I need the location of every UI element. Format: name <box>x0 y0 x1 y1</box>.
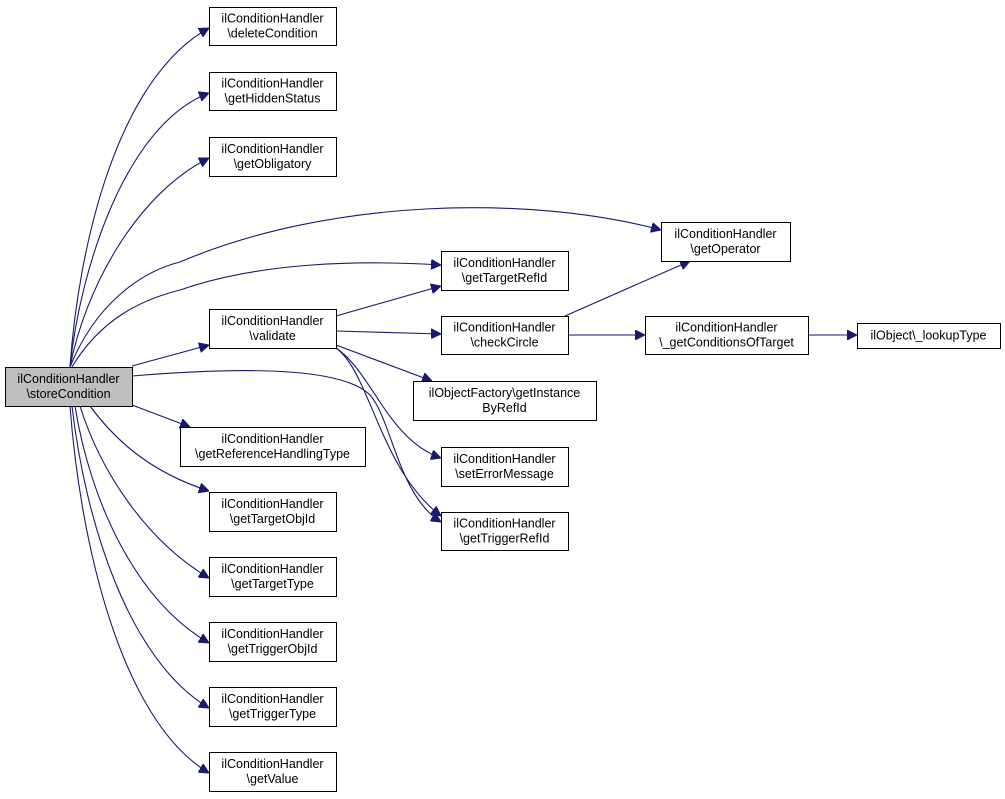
node-box <box>209 72 337 111</box>
node-box <box>209 309 337 349</box>
node-getReferenceHandlingType[interactable]: ilConditionHandler\getReferenceHandlingT… <box>180 427 366 467</box>
node-label-line: \setErrorMessage <box>455 467 554 481</box>
node-lookupType[interactable]: ilObject\_lookupType <box>857 323 1001 349</box>
node-label-line: \getTriggerType <box>229 707 316 721</box>
node-label-line: ilConditionHandler <box>221 692 323 706</box>
node-box <box>441 316 569 355</box>
node-box <box>441 512 569 551</box>
edge-validate-to-getInstanceByRefId <box>335 344 432 381</box>
edge-validate-to-checkCircle <box>335 331 441 334</box>
node-label-line: \getOperator <box>690 242 760 256</box>
node-label-line: \getObligatory <box>234 157 313 171</box>
node-label-line: ilConditionHandler <box>221 314 323 328</box>
node-label-line: \getTargetObjId <box>230 512 316 526</box>
node-getTargetRefId[interactable]: ilConditionHandler\getTargetRefId <box>441 251 569 291</box>
node-label-line: \_getConditionsOfTarget <box>659 336 794 350</box>
node-label-line: ilConditionHandler <box>221 757 323 771</box>
node-box <box>5 367 133 407</box>
edge-storeCondition-to-getOperator <box>69 207 661 368</box>
node-label-line: \storeCondition <box>26 387 110 401</box>
node-getValue[interactable]: ilConditionHandler\getValue <box>209 752 337 792</box>
node-label-line: ilConditionHandler <box>221 432 323 446</box>
node-box <box>209 622 337 662</box>
node-getTriggerType[interactable]: ilConditionHandler\getTriggerType <box>209 687 337 727</box>
call-edges <box>69 28 857 773</box>
node-label-line: \getHiddenStatus <box>225 92 321 106</box>
node-setErrorMessage[interactable]: ilConditionHandler\setErrorMessage <box>441 447 569 487</box>
node-label-line: \getValue <box>247 772 299 786</box>
node-box <box>661 222 791 262</box>
edge-storeCondition-to-getValue <box>69 405 209 773</box>
edge-validate-to-getTargetRefId <box>335 286 441 317</box>
node-label-line: \getTargetType <box>231 577 314 591</box>
node-label-line: ilObject\_lookupType <box>870 329 986 343</box>
node-getTargetType[interactable]: ilConditionHandler\getTargetType <box>209 557 337 597</box>
call-nodes: ilConditionHandler\storeConditionilCondi… <box>5 7 1001 792</box>
node-label-line: \validate <box>249 329 296 343</box>
edge-storeCondition-to-getTriggerObjId <box>74 405 209 643</box>
node-validate[interactable]: ilConditionHandler\validate <box>209 309 337 349</box>
edge-storeCondition-to-getTriggerType <box>71 405 209 708</box>
node-getTriggerObjId[interactable]: ilConditionHandler\getTriggerObjId <box>209 622 337 662</box>
node-label-line: ilConditionHandler <box>221 627 323 641</box>
edge-storeCondition-to-deleteCondition <box>69 28 209 368</box>
node-checkCircle[interactable]: ilConditionHandler\checkCircle <box>441 316 569 355</box>
node-box <box>441 447 569 487</box>
node-label-line: ilConditionHandler <box>675 321 777 335</box>
node-label-line: ilConditionHandler <box>221 12 323 26</box>
node-label-line: ilConditionHandler <box>221 562 323 576</box>
node-label-line: ilConditionHandler <box>453 517 555 531</box>
edge-validate-to-getTriggerRefId <box>335 347 441 516</box>
node-box <box>645 316 809 355</box>
node-box <box>209 752 337 792</box>
node-label-line: \getReferenceHandlingType <box>195 447 350 461</box>
node-box <box>209 137 337 177</box>
edge-storeCondition-to-getTargetType <box>79 405 209 578</box>
node-label-line: ilConditionHandler <box>453 256 555 270</box>
edge-checkCircle-to-getOperator <box>564 261 690 317</box>
edge-storeCondition-to-getHiddenStatus <box>69 93 209 368</box>
node-getTargetObjId[interactable]: ilConditionHandler\getTargetObjId <box>209 492 337 532</box>
node-label-line: ilConditionHandler <box>221 497 323 511</box>
node-box <box>209 687 337 727</box>
node-label-line: \getTriggerObjId <box>228 642 318 656</box>
node-box <box>857 323 1001 349</box>
node-box <box>180 427 366 467</box>
node-getOperator[interactable]: ilConditionHandler\getOperator <box>661 222 791 262</box>
node-label-line: \checkCircle <box>470 336 538 350</box>
node-label-line: ilConditionHandler <box>674 227 776 241</box>
edge-validate-to-setErrorMessage <box>335 347 441 458</box>
node-box <box>209 557 337 597</box>
node-box <box>209 7 337 46</box>
node-label-line: ilConditionHandler <box>453 452 555 466</box>
node-label-line: ilConditionHandler <box>453 321 555 335</box>
node-label-line: \getTriggerRefId <box>460 532 550 546</box>
edge-storeCondition-to-getTargetRefId <box>71 263 441 368</box>
edge-storeCondition-to-validate <box>131 345 209 367</box>
node-label-line: ByRefId <box>482 401 527 415</box>
node-label-line: ilConditionHandler <box>221 77 323 91</box>
edge-storeCondition-to-getReferenceHandlingType <box>131 404 190 427</box>
node-box <box>441 251 569 291</box>
node-label-line: ilConditionHandler <box>221 142 323 156</box>
node-getHiddenStatus[interactable]: ilConditionHandler\getHiddenStatus <box>209 72 337 111</box>
node-getTriggerRefId[interactable]: ilConditionHandler\getTriggerRefId <box>441 512 569 551</box>
node-label-line: \deleteCondition <box>227 27 317 41</box>
edge-storeCondition-to-getTriggerRefId <box>131 370 441 522</box>
node-box <box>209 492 337 532</box>
node-label-line: ilObjectFactory\getInstance <box>429 386 581 400</box>
node-label-line: \getTargetRefId <box>462 271 548 285</box>
node-storeCondition[interactable]: ilConditionHandler\storeCondition <box>5 367 133 407</box>
node-getConditionsOfTarget[interactable]: ilConditionHandler\_getConditionsOfTarge… <box>645 316 809 355</box>
node-deleteCondition[interactable]: ilConditionHandler\deleteCondition <box>209 7 337 46</box>
node-label-line: ilConditionHandler <box>17 372 119 386</box>
edge-storeCondition-to-getTargetObjId <box>89 405 209 491</box>
edge-storeCondition-to-getObligatory <box>69 158 209 368</box>
node-box <box>413 381 597 421</box>
node-getObligatory[interactable]: ilConditionHandler\getObligatory <box>209 137 337 177</box>
